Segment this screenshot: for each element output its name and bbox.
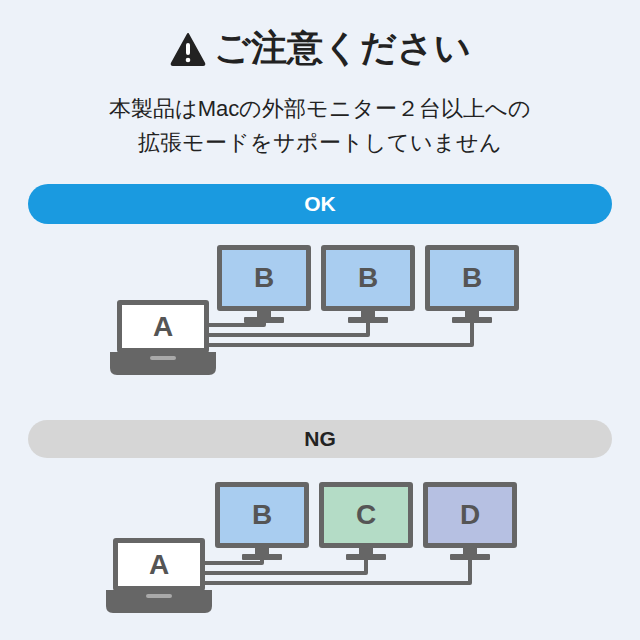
notice-text: 本製品はMacの外部モニター２台以上への 拡張モードをサポートしていません <box>105 92 535 160</box>
cable <box>209 311 472 345</box>
banner-label: OK <box>304 192 336 216</box>
ok-banner: OK <box>28 184 612 224</box>
device-letter: A <box>149 549 169 581</box>
device-letter: C <box>356 499 376 531</box>
cable <box>209 311 264 325</box>
notice-text: 本製品はMacの外部モニター２台以上への 拡張モードをサポートしていません <box>105 92 535 160</box>
cable <box>205 548 262 563</box>
device-letter: B <box>462 262 482 294</box>
device-letter: B <box>358 262 378 294</box>
cable <box>205 548 470 583</box>
device-letter: D <box>460 499 480 531</box>
warning-icon <box>170 32 206 66</box>
monitor-screen: D <box>423 482 517 548</box>
laptop-screen: A <box>117 300 209 353</box>
monitor-screen: B <box>217 245 311 311</box>
cable <box>209 311 368 335</box>
cable <box>205 548 366 573</box>
monitor-screen: B <box>215 482 309 548</box>
device-letter: B <box>252 499 272 531</box>
monitor-screen: B <box>321 245 415 311</box>
title-row: ご注意ください <box>0 24 640 73</box>
device-letter: B <box>254 262 274 294</box>
banner-label: NG <box>304 427 336 451</box>
monitor-screen: B <box>425 245 519 311</box>
monitor-screen: C <box>319 482 413 548</box>
device-letter: A <box>153 311 173 343</box>
laptop-base <box>106 352 216 613</box>
ng-banner: NG <box>28 420 612 458</box>
title: ご注意ください <box>214 24 471 73</box>
laptop-screen: A <box>113 538 205 591</box>
